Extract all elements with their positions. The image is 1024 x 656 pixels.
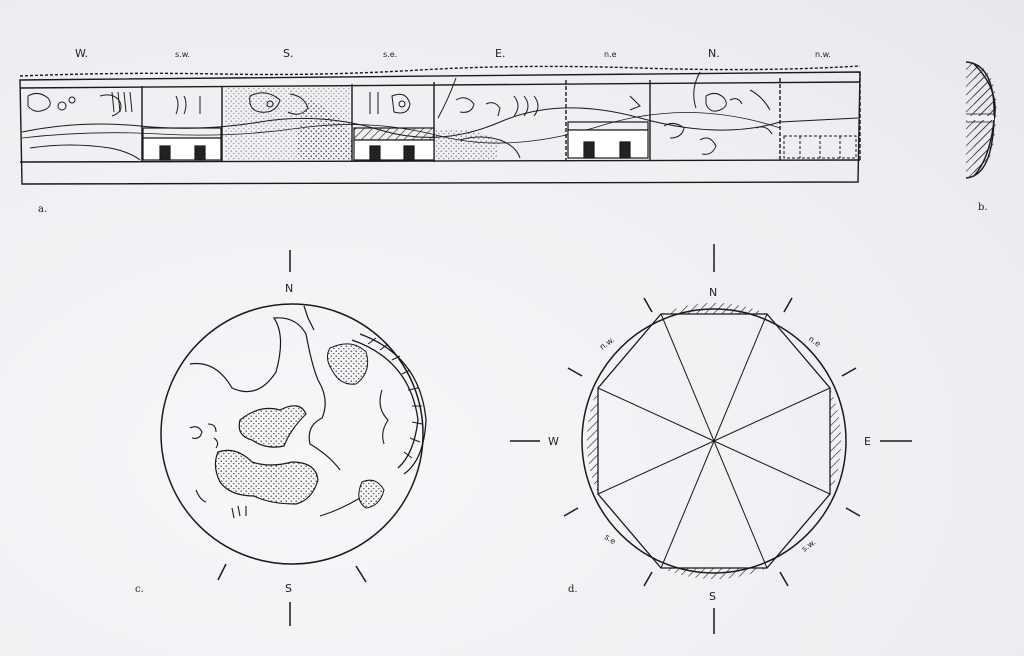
south-label-d: S	[709, 590, 716, 603]
ne-label-d: n.e	[807, 334, 822, 349]
direction-label-se: s.e.	[383, 50, 397, 59]
plan-d-radials	[597, 313, 831, 569]
frieze-a: W. s.w. S. s.e. E. n.e N. n.w.	[19, 47, 861, 215]
frieze-base-line	[19, 159, 861, 163]
temple-sw	[142, 127, 222, 161]
caption-b: b.	[978, 202, 988, 213]
north-label-c: N	[285, 282, 293, 295]
direction-label-n: N.	[708, 47, 720, 60]
caption-d: d.	[568, 584, 578, 595]
caption-c: c.	[135, 584, 144, 595]
caption-a: a.	[38, 204, 47, 215]
west-label-d: W	[548, 435, 559, 448]
south-label-c: S	[285, 582, 292, 595]
plan-c: N S c.	[135, 250, 427, 626]
se-label-d: s.e	[603, 532, 618, 546]
nw-label-d: n.w.	[598, 335, 616, 352]
plan-d: N S W E n.w. n.e s.e s.w.	[510, 244, 912, 634]
direction-label-ne: n.e	[604, 50, 617, 59]
direction-label-w: W.	[75, 47, 88, 60]
direction-label-s: S.	[283, 47, 293, 60]
temple-se	[353, 127, 435, 161]
temple-ne	[567, 121, 649, 159]
frieze-top-rim	[19, 65, 861, 77]
sw-label-d: s.w.	[800, 538, 818, 554]
direction-label-e: E.	[495, 47, 505, 60]
direction-label-nw: n.w.	[815, 50, 831, 59]
plan-d-circle	[581, 308, 847, 574]
frieze-outline	[19, 71, 861, 185]
frieze-inner-top	[19, 81, 861, 89]
north-label-d: N	[709, 286, 717, 299]
plan-c-circle	[160, 303, 424, 565]
frieze-glyphs	[27, 89, 773, 161]
temple-nw-dashed	[783, 135, 857, 159]
profile-b: b.	[965, 61, 997, 213]
sw-tick-c	[217, 563, 227, 581]
east-label-d: E	[864, 435, 871, 448]
se-tick-c	[355, 565, 367, 583]
direction-label-sw: s.w.	[175, 50, 190, 59]
